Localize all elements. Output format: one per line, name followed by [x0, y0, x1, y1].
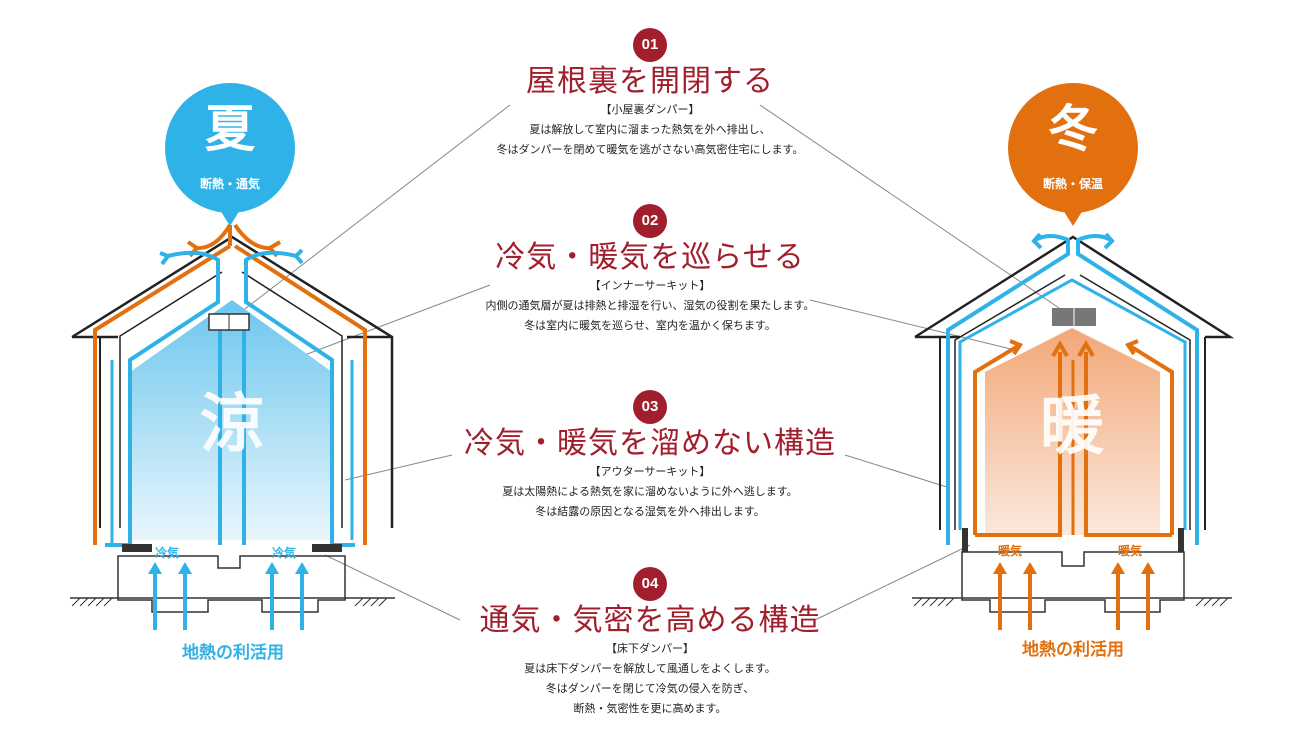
winter-room-label: 暖: [1040, 389, 1104, 464]
winter-bubble: [1008, 83, 1138, 213]
winter-house: [912, 83, 1235, 630]
section-number: 04: [633, 567, 667, 601]
summer-house: [70, 83, 395, 630]
section-line: 冬はダンパーを閉めて暖気を逃がさない高気密住宅にします。: [496, 143, 804, 156]
summer-caption: 断熱・通気: [199, 177, 260, 191]
section-line: 冬は室内に暖気を巡らせ、室内を温かく保ちます。: [524, 319, 776, 332]
section-line: 内側の通気層が夏は排熱と排湿を行い、湿気の役割を果たします。: [485, 299, 815, 312]
section-number: 01: [633, 28, 667, 62]
section-02: 02 冷気・暖気を巡らせる 【インナーサーキット】 内側の通気層が夏は排熱と排湿…: [0, 204, 1300, 336]
section-03: 03 冷気・暖気を溜めない構造 【アウターサーキット】 夏は太陽熱による熱気を家…: [0, 390, 1300, 522]
summer-geothermal-label: 地熱の利活用: [182, 643, 284, 663]
section-number: 03: [633, 390, 667, 424]
summer-intake-right: 冷気: [272, 546, 297, 560]
section-line: 冬は結露の原因となる湿気を外へ排出します。: [535, 505, 765, 518]
foundation: [117, 555, 346, 613]
section-subtitle: 【床下ダンパー】: [606, 642, 694, 655]
summer-season-label: 夏: [205, 99, 255, 158]
winter-intake-left: 暖気: [998, 544, 1023, 558]
section-01: 01 屋根裏を開閉する 【小屋裏ダンパー】 夏は解放して室内に溜まった熱気を外へ…: [0, 28, 1300, 160]
section-line: 夏は太陽熱による熱気を家に溜めないように外へ逃します。: [502, 485, 798, 498]
section-title: 通気・気密を高める構造: [479, 603, 821, 638]
summer-intake-left: 冷気: [155, 546, 180, 560]
winter-geothermal-label: 地熱の利活用: [1022, 640, 1124, 660]
winter-geothermal-arrows: [993, 562, 1155, 630]
section-line: 夏は床下ダンパーを解放して風通しをよくします。: [524, 662, 776, 675]
summer-geothermal-arrows: [148, 562, 309, 630]
section-title: 冷気・暖気を溜めない構造: [464, 426, 836, 461]
section-line: 冬はダンパーを閉じて冷気の侵入を防ぎ、: [545, 682, 755, 695]
section-04: 04 通気・気密を高める構造 【床下ダンパー】 夏は床下ダンパーを解放して風通し…: [0, 567, 1300, 719]
section-title: 屋根裏を開閉する: [526, 64, 774, 99]
summer-room: [130, 300, 332, 540]
section-line: 断熱・気密性を更に高めます。: [573, 702, 727, 715]
section-number: 02: [633, 204, 667, 238]
summer-bubble: [165, 83, 295, 213]
winter-caption: 断熱・保温: [1042, 177, 1103, 191]
section-subtitle: 【インナーサーキット】: [589, 279, 711, 292]
summer-room-label: 涼: [200, 387, 264, 462]
section-line: 夏は解放して室内に溜まった熱気を外へ排出し、: [529, 123, 771, 136]
section-subtitle: 【小屋裏ダンパー】: [600, 103, 700, 116]
winter-season-label: 冬: [1048, 99, 1098, 158]
section-subtitle: 【アウターサーキット】: [589, 465, 711, 478]
winter-intake-right: 暖気: [1118, 544, 1143, 558]
section-title: 冷気・暖気を巡らせる: [495, 240, 805, 275]
